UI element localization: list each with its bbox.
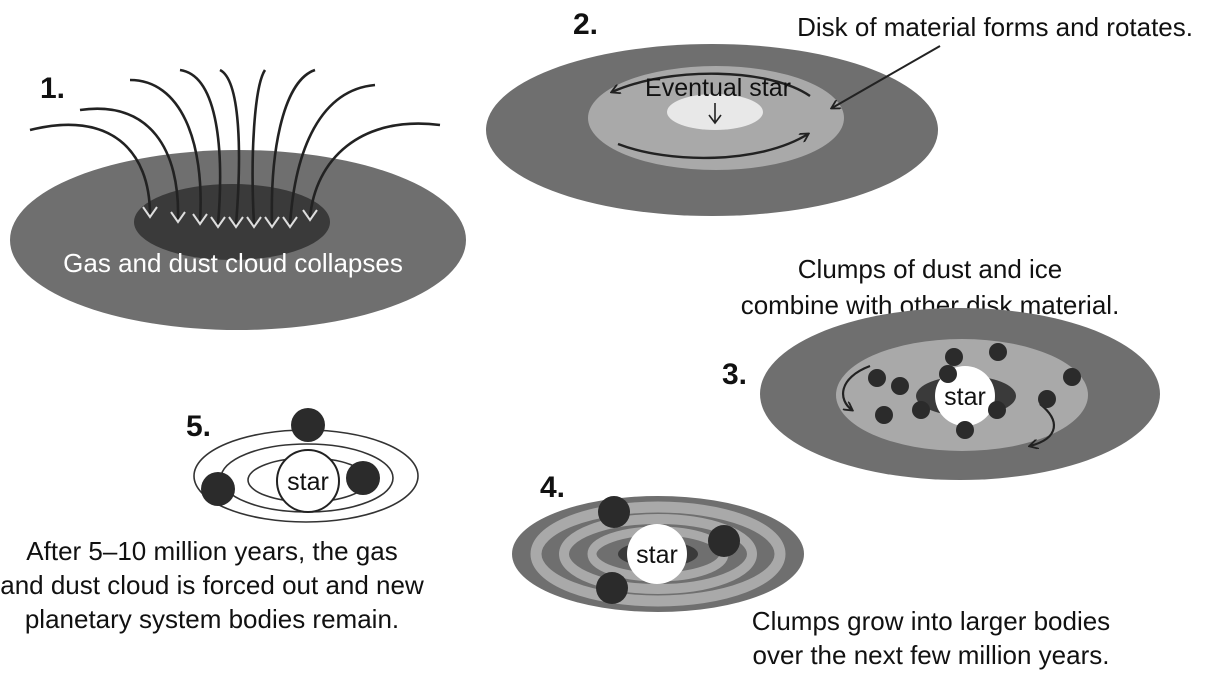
step-5-star-label: star <box>287 468 329 496</box>
step-4-caption-line2: over the next few million years. <box>753 640 1110 670</box>
step-1-number: 1. <box>40 72 65 105</box>
step-5-caption-line3: planetary system bodies remain. <box>25 604 399 634</box>
step-2-number: 2. <box>573 8 598 41</box>
eventual-star-label: Eventual star <box>645 74 791 102</box>
step-4-caption-line1: Clumps grow into larger bodies <box>752 606 1110 636</box>
step-3: Clumps of dust and ice combine with othe… <box>722 254 1160 480</box>
step-5-caption-line1: After 5–10 million years, the gas <box>26 536 397 566</box>
step-3-caption-line1: Clumps of dust and ice <box>798 254 1062 284</box>
step-5-caption-line2: and dust cloud is forced out and new <box>0 570 424 600</box>
step-3-star-label: star <box>944 383 986 411</box>
step-2: 2. Eventual star Disk of material forms … <box>486 8 1193 216</box>
step-2-caption: Disk of material forms and rotates. <box>797 12 1193 42</box>
step-4-star-label: star <box>636 541 678 569</box>
step-1: 1. Gas and dust cloud collapses <box>10 70 466 330</box>
step-5-number: 5. <box>186 410 211 443</box>
step-3-number: 3. <box>722 358 747 391</box>
step-4-number: 4. <box>540 471 565 504</box>
step-5: 5. star After 5–10 million years, the ga… <box>0 408 424 634</box>
step-4: 4. star Clumps grow into larger bodies o… <box>512 471 1110 670</box>
step-1-caption: Gas and dust cloud collapses <box>63 248 403 278</box>
